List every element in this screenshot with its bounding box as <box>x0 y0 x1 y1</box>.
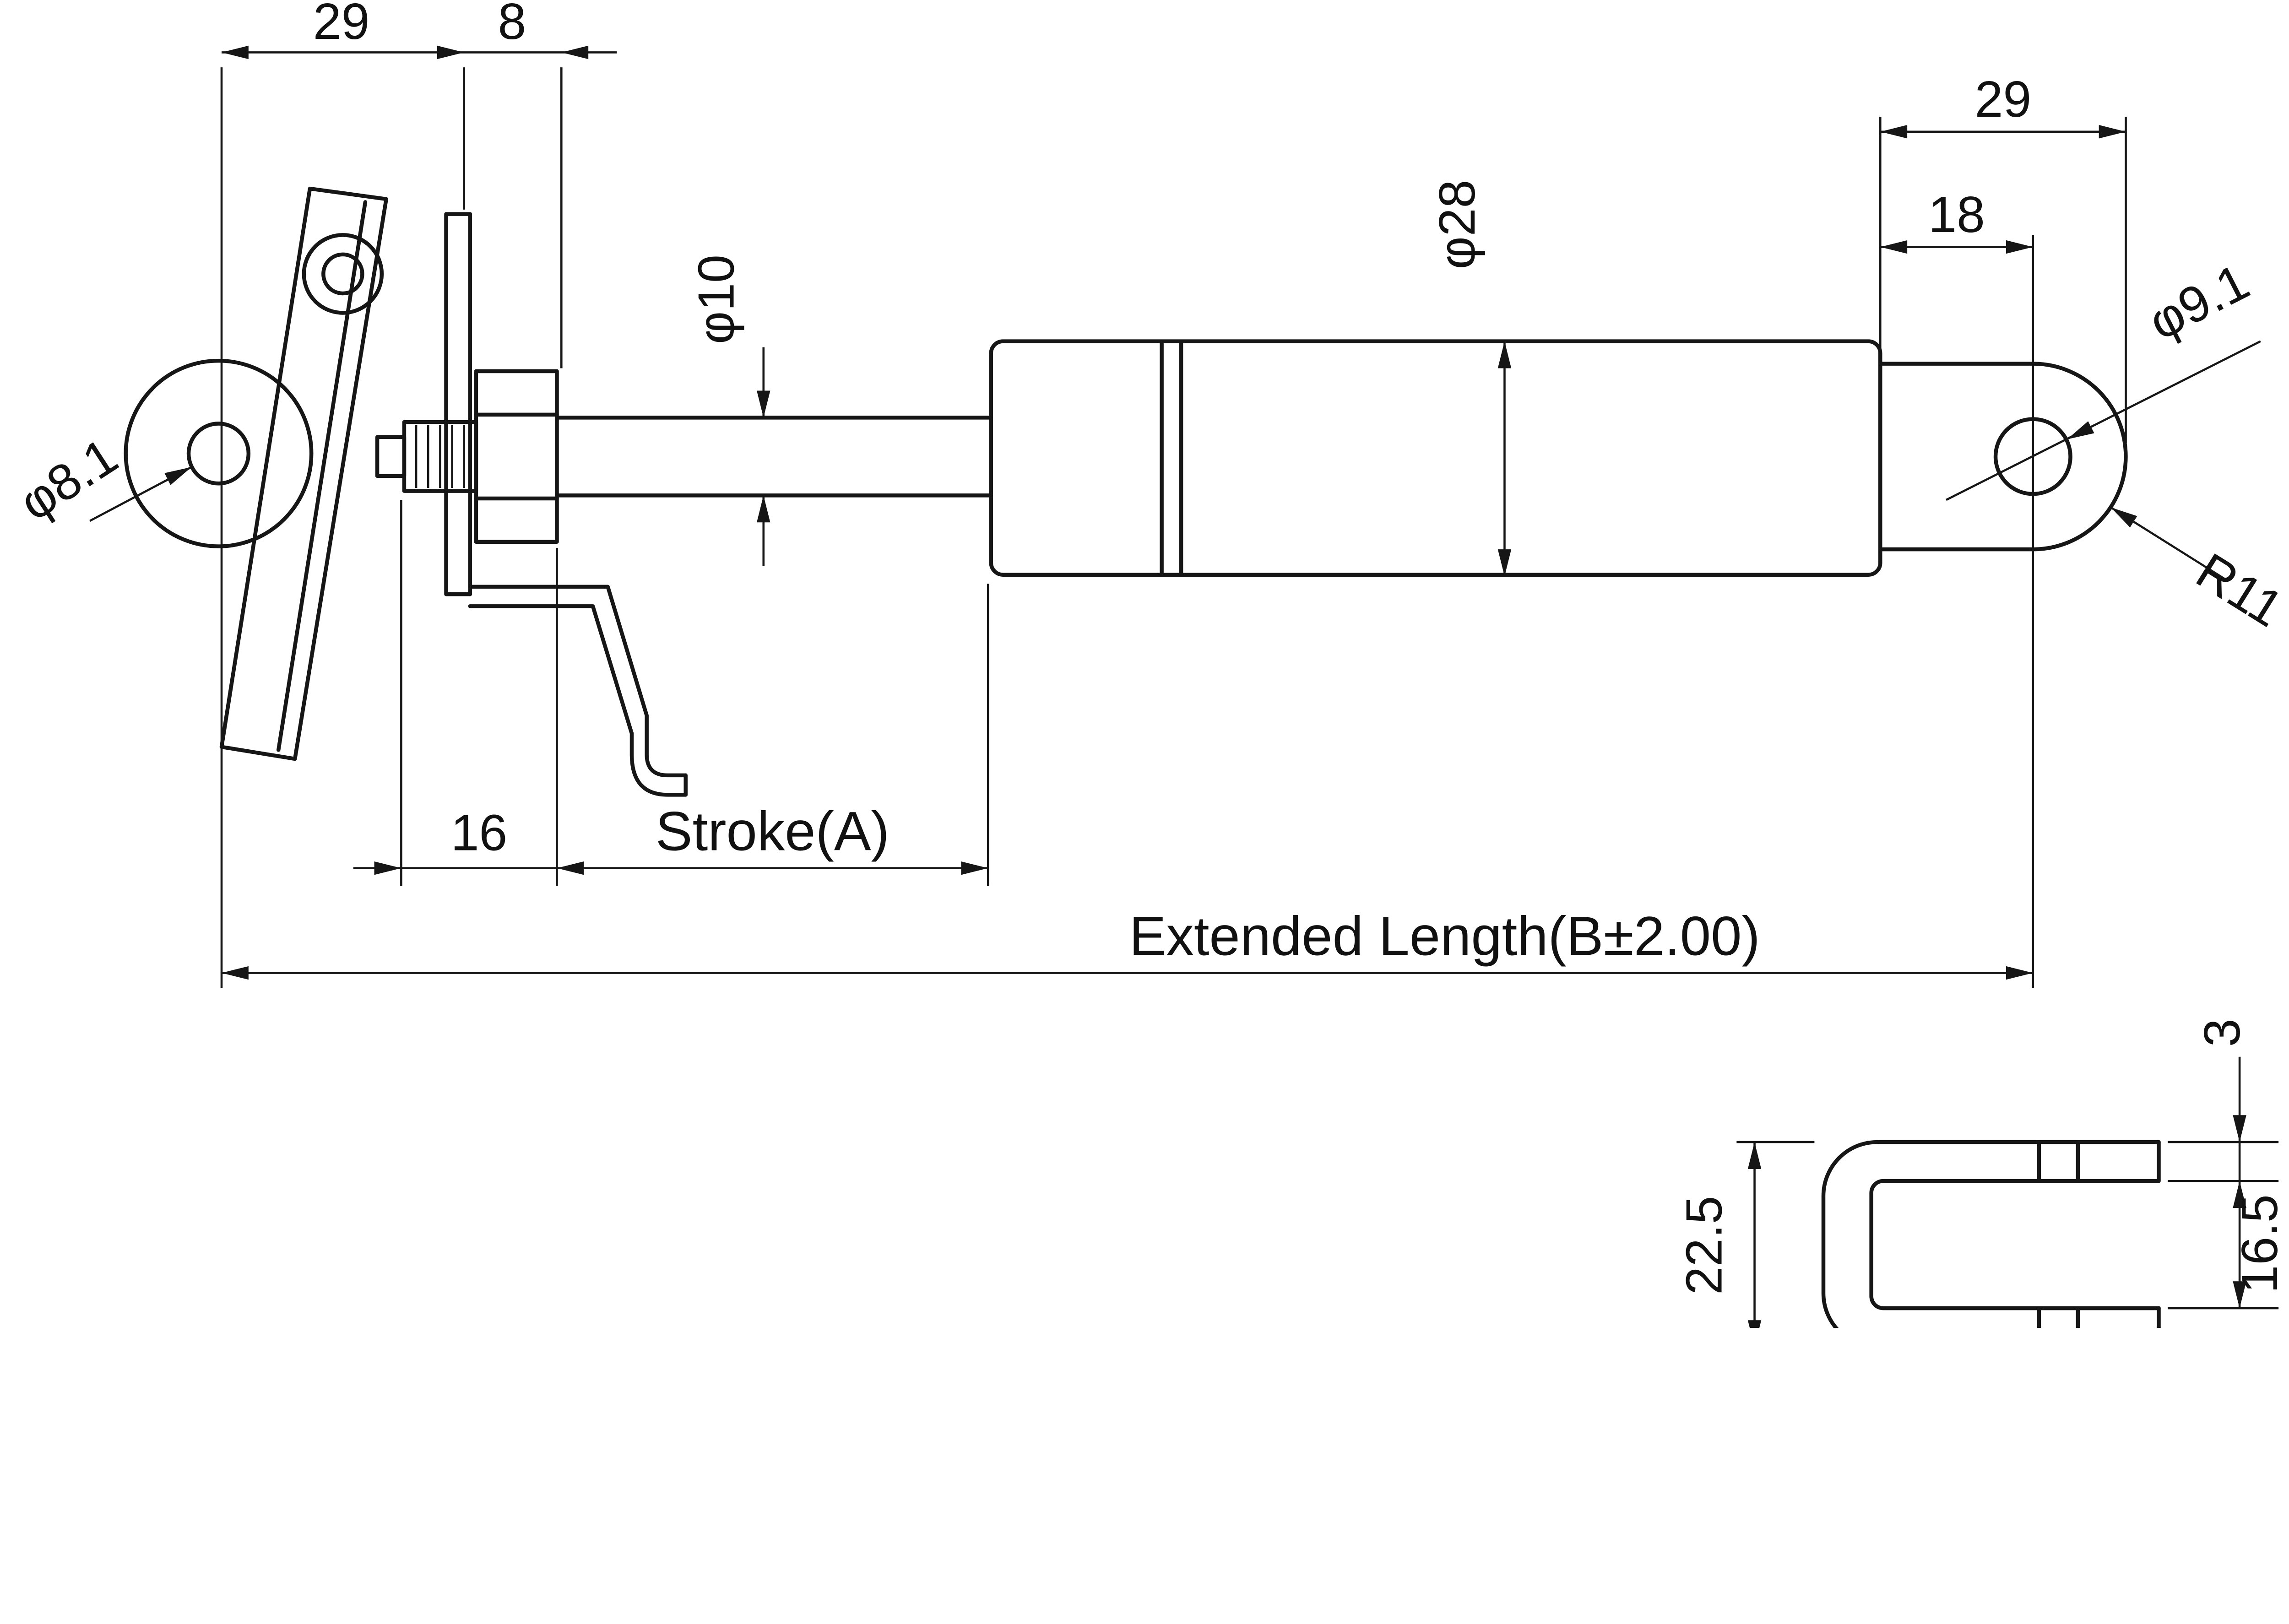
dim-label-16: 16 <box>451 804 508 861</box>
dim-label-8: 8 <box>498 0 526 50</box>
gas-spring-drawing-canvas: 29 8 29 18 φ28 φ10 φ8.1 <box>9 0 2289 1328</box>
dimension-29-right-and-18: 29 18 <box>1879 70 2127 988</box>
dim-label-dia-10: φ10 <box>687 254 744 344</box>
dim-label-stroke-a: Stroke(A) <box>656 800 890 862</box>
hex-nut <box>474 369 559 544</box>
dimension-dia-10: φ10 <box>687 254 770 566</box>
z-bracket-strip <box>468 585 688 778</box>
dim-label-dia-28: φ28 <box>1428 180 1486 270</box>
dimension-16-and-stroke: 16 Stroke(A) <box>353 500 989 886</box>
cylinder-body <box>989 339 1882 577</box>
dim-label-29-right: 29 <box>1975 70 2032 128</box>
dimension-dia-28: φ28 <box>1428 180 1512 576</box>
dim-label-18: 18 <box>1928 186 1985 243</box>
dim-label-dia-9-1: φ9.1 <box>2139 253 2258 351</box>
technical-drawing-page: 29 8 29 18 φ28 φ10 φ8.1 <box>9 0 2289 1328</box>
dim-label-29-left: 29 <box>313 0 370 50</box>
dim-label-dia-8-1: φ8.1 <box>9 427 127 531</box>
detail-dimension-22-5: 22.5 <box>1676 1141 1815 1328</box>
left-clevis-bracket <box>124 186 688 797</box>
bracket-bolt <box>302 233 384 315</box>
detail-dimension-3-and-16-5: 3 16.5 <box>2168 1018 2288 1310</box>
right-rod-end-eyelet <box>1878 362 2128 552</box>
threaded-stud-and-nut <box>375 369 559 544</box>
dim-label-r11: R11 <box>2187 542 2289 638</box>
clevis-bracket-detail-view <box>1821 1140 2161 1328</box>
leader-r11: R11 <box>2110 506 2289 638</box>
dim-label-16-5: 16.5 <box>2231 1194 2288 1293</box>
left-pivot-hole <box>186 422 251 486</box>
leader-dia-9-1: φ9.1 <box>1946 253 2261 501</box>
dim-label-extended-length: Extended Length(B±2.00) <box>1129 904 1760 967</box>
dim-label-3: 3 <box>2193 1018 2251 1047</box>
dimension-extended-length: Extended Length(B±2.00) <box>221 904 2033 980</box>
mounting-plate <box>444 212 472 596</box>
dim-label-22-5: 22.5 <box>1676 1196 1733 1295</box>
dimension-29-left-and-8: 29 8 <box>220 0 617 988</box>
leader-dia-8-1: φ8.1 <box>9 427 192 531</box>
piston-rod <box>555 416 993 498</box>
